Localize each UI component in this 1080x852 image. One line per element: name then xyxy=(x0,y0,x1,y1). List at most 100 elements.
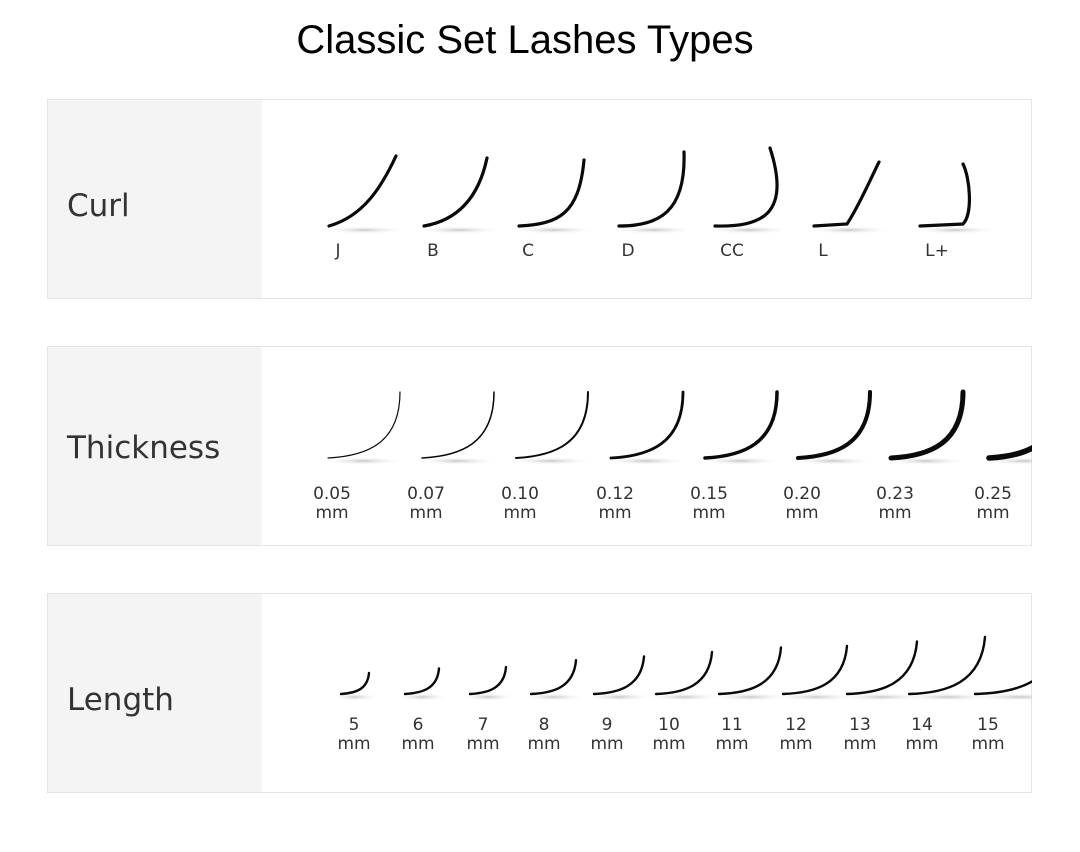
length-label-9mm-line-2: mm xyxy=(590,734,624,754)
curl-label-d-line-1: D xyxy=(621,241,635,261)
thickness-label-0-25-line-1: 0.25 xyxy=(974,484,1012,504)
lash-thickness-0-12 xyxy=(609,390,685,460)
curl-label-l-plus: L+ xyxy=(897,242,977,261)
length-label-15mm-line-1: 15 xyxy=(977,715,999,735)
lash-shadow xyxy=(646,693,722,701)
thickness-label: Thickness xyxy=(67,430,221,466)
thickness-label-0-07-line-2: mm xyxy=(409,503,443,523)
length-label-8mm-line-1: 8 xyxy=(538,715,550,735)
lash-length-10mm xyxy=(654,650,714,696)
length-label-9mm-line-1: 9 xyxy=(601,715,613,735)
length-label-6mm-line-2: mm xyxy=(401,734,435,754)
length-label-13mm-line-2: mm xyxy=(843,734,877,754)
length-label-7mm-line-2: mm xyxy=(466,734,500,754)
thickness-label-0-23-line-1: 0.23 xyxy=(876,484,914,504)
lash-shadow xyxy=(708,226,792,234)
lash-thickness-0-10 xyxy=(515,391,589,459)
page-title: Classic Set Lashes Types xyxy=(296,18,754,62)
lash-shadow xyxy=(965,693,1032,701)
lash-shadow xyxy=(698,457,782,465)
curl-label-j: J xyxy=(298,242,378,261)
length-label-15mm-line-2: mm xyxy=(971,734,1005,754)
thickness-label-0-10-line-1: 0.10 xyxy=(501,484,539,504)
curl-label-c-line-1: C xyxy=(522,241,534,261)
lash-thickness-0-15 xyxy=(703,390,779,460)
lash-shadow xyxy=(460,693,516,701)
lash-shadow xyxy=(512,226,596,234)
curl-label-cc: CC xyxy=(692,242,772,261)
lash-shadow xyxy=(709,693,791,701)
lash-curl-l xyxy=(812,160,881,228)
length-label-5mm-line-1: 5 xyxy=(348,715,360,735)
lash-length-9mm xyxy=(592,655,646,696)
lash-shadow xyxy=(322,226,406,234)
length-label-5mm-line-2: mm xyxy=(337,734,371,754)
length-label: Length xyxy=(67,682,174,718)
lash-length-5mm xyxy=(339,671,371,696)
length-label-11mm-line-1: 11 xyxy=(721,715,743,735)
length-label-14mm-line-1: 14 xyxy=(911,715,933,735)
lash-curl-j xyxy=(327,154,398,228)
thickness-label-0-05-line-1: 0.05 xyxy=(313,484,351,504)
lash-length-12mm xyxy=(781,644,849,696)
thickness-label-area: Thickness xyxy=(48,347,262,545)
length-label-10mm-line-1: 10 xyxy=(658,715,680,735)
lash-curl-cc xyxy=(713,146,779,228)
thickness-label-0-07-line-1: 0.07 xyxy=(407,484,445,504)
thickness-label-0-15-line-2: mm xyxy=(692,503,726,523)
curl-label-cc-line-1: CC xyxy=(720,241,744,261)
curl-label-l-line-1: L xyxy=(818,241,828,261)
thickness-label-0-20-line-2: mm xyxy=(785,503,819,523)
thickness-label-0-05-line-2: mm xyxy=(315,503,349,523)
lash-shadow xyxy=(415,457,499,465)
lash-thickness-0-05 xyxy=(327,391,401,459)
lash-shadow xyxy=(791,457,875,465)
curl-label-c: C xyxy=(488,242,568,261)
curl-label-l: L xyxy=(783,242,863,261)
lash-length-7mm xyxy=(468,665,508,696)
thickness-label-0-25-line-2: mm xyxy=(976,503,1010,523)
length-label-12mm-line-2: mm xyxy=(779,734,813,754)
lash-curl-l-plus xyxy=(918,162,972,228)
length-lashes xyxy=(331,635,1032,701)
lash-length-11mm xyxy=(717,646,783,696)
lash-shadow xyxy=(509,457,593,465)
lash-thickness-0-23 xyxy=(888,389,966,461)
lash-shadow xyxy=(417,226,501,234)
lash-shadow xyxy=(604,457,688,465)
lash-shadow xyxy=(584,693,654,701)
lash-shadow xyxy=(837,693,927,701)
thickness-label-0-12-line-1: 0.12 xyxy=(596,484,634,504)
lash-length-8mm xyxy=(529,659,578,696)
lash-curl-b xyxy=(422,156,489,228)
curl-label: Curl xyxy=(67,188,130,224)
thickness-label-0-10-line-2: mm xyxy=(503,503,537,523)
lash-shadow xyxy=(899,693,995,701)
length-label-11mm-line-2: mm xyxy=(715,734,749,754)
lash-length-14mm xyxy=(907,635,987,696)
lash-curl-c xyxy=(517,158,586,228)
lash-shadow xyxy=(395,693,449,701)
length-label-6mm-line-1: 6 xyxy=(412,715,424,735)
thickness-lashes xyxy=(321,389,1032,465)
curl-label-area: Curl xyxy=(48,100,262,298)
length-label-7mm-line-1: 7 xyxy=(477,715,489,735)
